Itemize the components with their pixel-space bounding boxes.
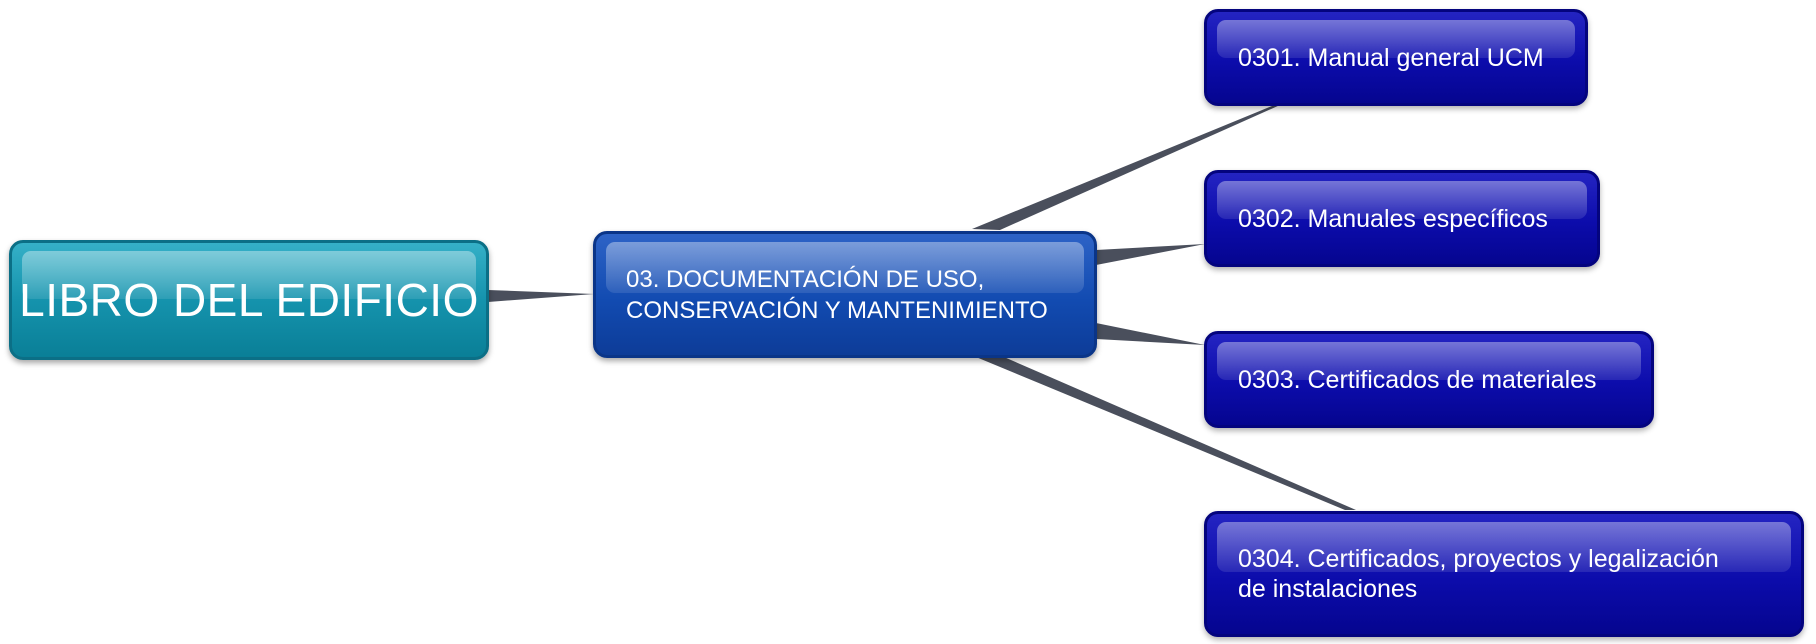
connector-main-to-child-4: [976, 357, 1356, 510]
child-node-label: 0304. Certificados, proyectos y legaliza…: [1238, 545, 1719, 603]
child-node-label: 0303. Certificados de materiales: [1238, 365, 1597, 394]
child-node-0301[interactable]: 0301. Manual general UCM: [1204, 9, 1588, 106]
root-node[interactable]: LIBRO DEL EDIFICIO: [9, 240, 489, 360]
connector-main-to-child-1: [972, 105, 1280, 230]
child-node-label: 0302. Manuales específicos: [1238, 204, 1548, 233]
main-branch-node[interactable]: 03. DOCUMENTACIÓN DE USO, CONSERVACIÓN Y…: [593, 231, 1097, 358]
child-node-0303[interactable]: 0303. Certificados de materiales: [1204, 331, 1654, 428]
child-node-0304[interactable]: 0304. Certificados, proyectos y legaliza…: [1204, 511, 1804, 637]
root-node-label: LIBRO DEL EDIFICIO: [19, 274, 479, 326]
child-node-label: 0301. Manual general UCM: [1238, 43, 1544, 72]
connector-main-to-child-3: [1096, 323, 1205, 345]
main-branch-label: 03. DOCUMENTACIÓN DE USO, CONSERVACIÓN Y…: [626, 265, 1048, 324]
child-node-0302[interactable]: 0302. Manuales específicos: [1204, 170, 1600, 267]
connector-main-to-child-2: [1096, 244, 1205, 265]
connector-root-to-main: [488, 290, 594, 302]
